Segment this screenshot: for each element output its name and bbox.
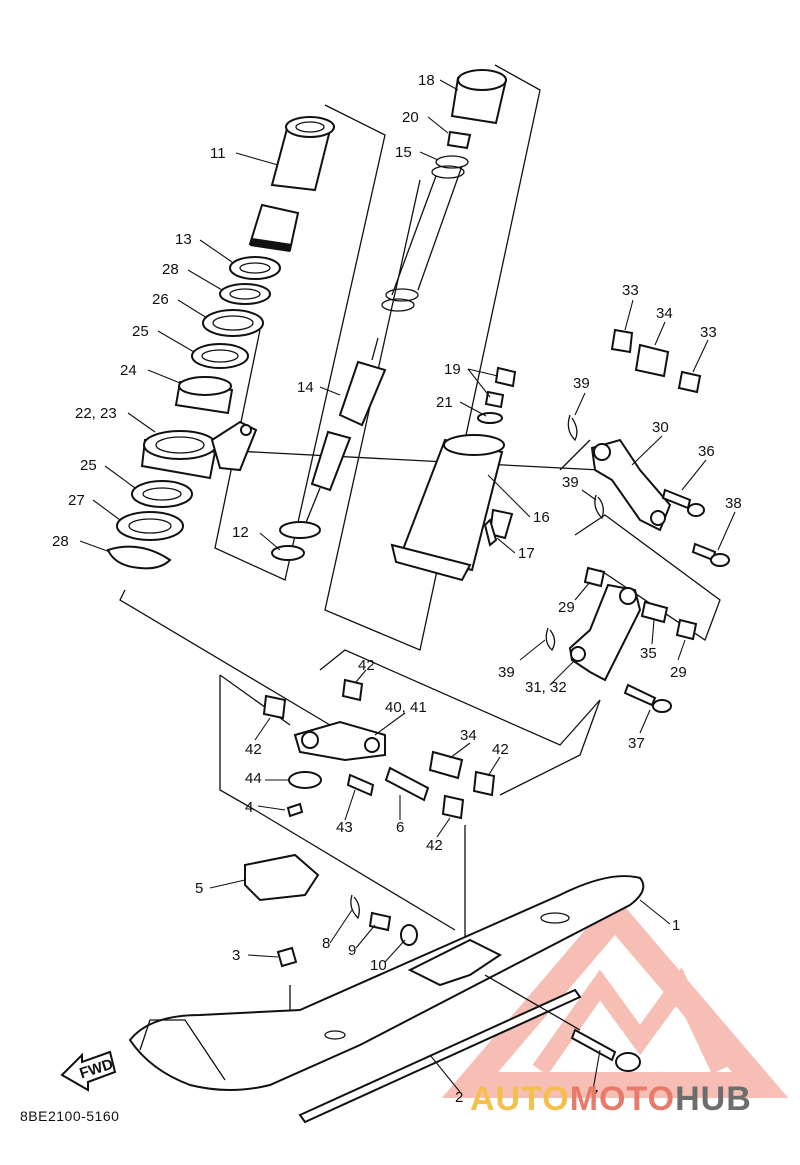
label-14: 14	[297, 379, 314, 396]
label-13: 13	[175, 231, 192, 248]
label-36: 36	[698, 443, 715, 460]
label-6: 6	[396, 819, 404, 836]
washer-stack	[174, 256, 281, 415]
collars-42-34-6	[262, 678, 496, 820]
collar-part	[248, 203, 300, 252]
label-42: 42	[492, 741, 509, 758]
label-26: 26	[152, 291, 169, 308]
label-18: 18	[418, 72, 435, 89]
label-17: 17	[518, 545, 535, 562]
label-11: 11	[210, 145, 226, 162]
watermark-part1: AUTO	[470, 1080, 570, 1118]
label-10: 10	[370, 957, 387, 974]
label-4: 4	[245, 799, 253, 816]
label-24: 24	[120, 362, 137, 379]
bushings-29-35	[583, 566, 698, 641]
label-19: 19	[444, 361, 461, 378]
label-8: 8	[322, 935, 330, 952]
label-25: 25	[132, 323, 149, 340]
part-15-spring	[381, 155, 469, 312]
label-33: 33	[700, 324, 717, 341]
nuts-19-21	[477, 366, 517, 424]
label-25: 25	[80, 457, 97, 474]
part-16-shock-body	[390, 434, 514, 582]
part-30-arm	[590, 438, 672, 532]
part-22-23-housing	[140, 420, 258, 480]
label-28: 28	[52, 533, 69, 550]
label-29: 29	[670, 664, 687, 681]
part-33-34-bushings	[610, 328, 702, 394]
label-43: 43	[336, 819, 353, 836]
label-29: 29	[558, 599, 575, 616]
label-1: 1	[672, 917, 680, 934]
part-7-bolt	[484, 974, 641, 1072]
label-28: 28	[162, 261, 179, 278]
lower-washers	[106, 480, 193, 570]
bolts-36-38-37	[483, 488, 730, 713]
label-33: 33	[622, 282, 639, 299]
label-27: 27	[68, 492, 85, 509]
label-31-32: 31, 32	[525, 679, 567, 696]
label-12: 12	[232, 524, 249, 541]
pins-39	[545, 414, 604, 652]
part-1-ski	[128, 875, 645, 1091]
label-2: 2	[455, 1089, 463, 1106]
part-2-runner	[298, 988, 582, 1124]
watermark-logo-icon	[441, 894, 789, 1098]
part-18-bumper	[446, 69, 507, 150]
label-21: 21	[436, 394, 453, 411]
watermark-part2: MOTO	[569, 1080, 676, 1118]
part-11-spring-seat	[270, 116, 335, 192]
watermark-part3: HUB	[675, 1080, 752, 1118]
label-42: 42	[245, 741, 262, 758]
label-44: 44	[245, 770, 262, 787]
label-40-41: 40, 41	[385, 699, 427, 716]
label-16: 16	[533, 509, 550, 526]
label-39: 39	[573, 375, 590, 392]
label-39: 39	[562, 474, 579, 491]
label-38: 38	[725, 495, 742, 512]
label-35: 35	[640, 645, 657, 662]
label-5: 5	[195, 880, 203, 897]
part-31-32-arm	[568, 583, 642, 682]
part-5-pad	[244, 853, 320, 902]
label-22-23: 22, 23	[75, 405, 117, 422]
leader-lines	[79, 79, 736, 1093]
fwd-arrow-icon: FWD	[60, 1050, 117, 1092]
label-34: 34	[460, 727, 477, 744]
label-39: 39	[498, 664, 515, 681]
label-7: 7	[590, 1087, 598, 1104]
callout-labels: 18 20 15 11 13 28 26 25 24 22, 23 25 27 …	[52, 72, 742, 1106]
label-15: 15	[395, 144, 412, 161]
watermark-text: AUTOMOTOHUB	[470, 1080, 752, 1119]
drawing-code: 8BE2100-5160	[20, 1108, 120, 1124]
part-40-41-bracket	[293, 720, 386, 762]
label-34: 34	[656, 305, 673, 322]
label-20: 20	[402, 109, 419, 126]
part-14-shock-rod	[271, 337, 387, 561]
label-42: 42	[426, 837, 443, 854]
label-3: 3	[232, 947, 240, 964]
label-42: 42	[358, 657, 375, 674]
label-9: 9	[348, 942, 356, 959]
label-30: 30	[652, 419, 669, 436]
label-37: 37	[628, 735, 645, 752]
